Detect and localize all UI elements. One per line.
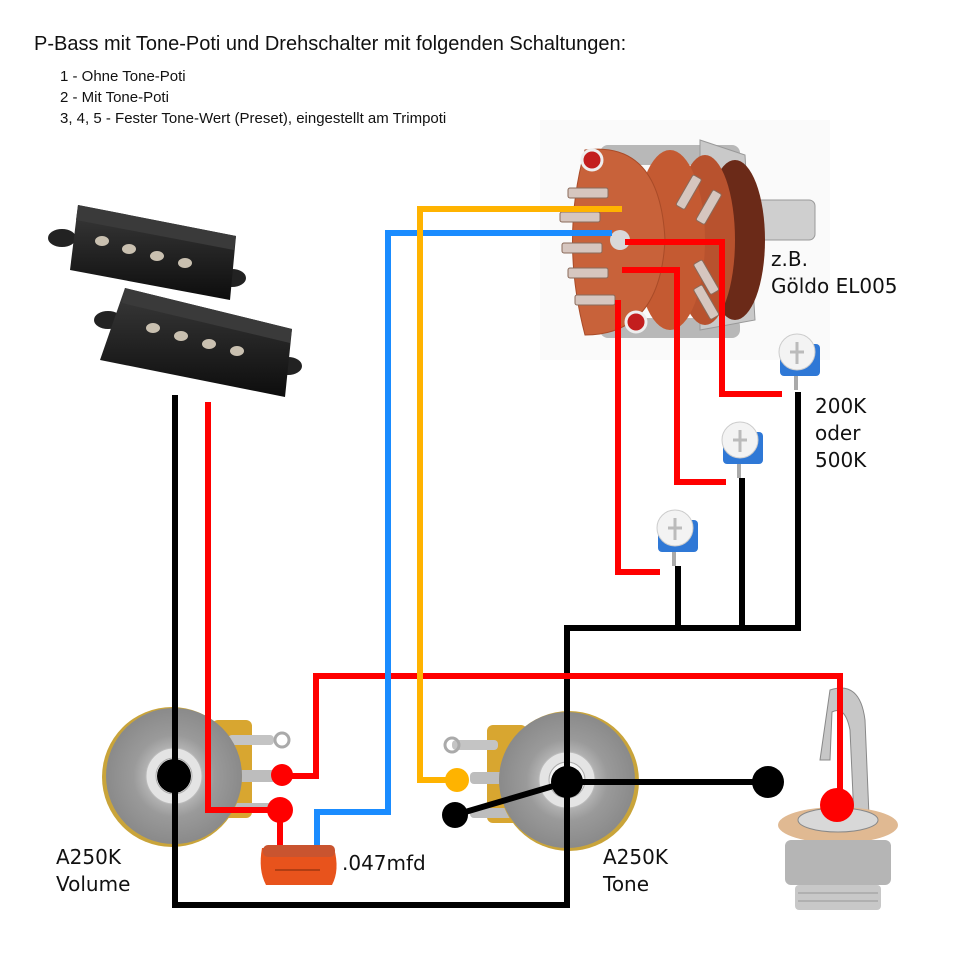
pickup-lower bbox=[94, 288, 302, 397]
switch-nut-icon bbox=[580, 148, 604, 172]
output-jack bbox=[778, 687, 898, 910]
trimpot-label-line: 500K bbox=[815, 448, 867, 472]
volume-label: A250K Volume bbox=[56, 844, 130, 898]
solder-point-tone-ground bbox=[551, 766, 583, 798]
trimpot-label-line: 200K bbox=[815, 394, 867, 418]
wire-red-trim3 bbox=[615, 300, 660, 575]
solder-point-volume-input bbox=[267, 797, 293, 823]
tone-label: A250K Tone bbox=[603, 844, 668, 898]
volume-pot bbox=[102, 707, 291, 847]
solder-point-jack-tip bbox=[820, 788, 854, 822]
wire-red-trim2 bbox=[622, 267, 726, 485]
capacitor-label: .047mfd bbox=[342, 851, 426, 875]
capacitor bbox=[260, 845, 337, 885]
switch-positions-list: 1 - Ohne Tone-Poti 2 - Mit Tone-Poti 3, … bbox=[60, 66, 446, 129]
solder-point-volume-ground bbox=[157, 759, 191, 793]
solder-point-volume-wiper bbox=[271, 764, 293, 786]
trimpot-1 bbox=[778, 333, 820, 390]
position-item: 3, 4, 5 - Fester Tone-Wert (Preset), ein… bbox=[60, 110, 447, 127]
tone-label-line: A250K bbox=[603, 845, 668, 869]
wire-red-output bbox=[280, 673, 843, 803]
trimpot-label-line: oder bbox=[815, 421, 861, 445]
volume-label-line: Volume bbox=[56, 872, 131, 896]
trimpot-3 bbox=[656, 509, 698, 566]
wire-blue bbox=[314, 230, 612, 845]
wires bbox=[172, 206, 843, 908]
wire-red-trim1 bbox=[625, 239, 782, 397]
trimpot-2 bbox=[721, 421, 763, 478]
trimpot-label: 200K oder 500K bbox=[815, 393, 866, 474]
position-item: 1 - Ohne Tone-Poti bbox=[60, 68, 186, 85]
solder-point-tone-ground-lug bbox=[442, 802, 468, 828]
switch-label-line: z.B. bbox=[771, 247, 808, 271]
position-item: 2 - Mit Tone-Poti bbox=[60, 89, 169, 106]
volume-label-line: A250K bbox=[56, 845, 121, 869]
diagram-title: P-Bass mit Tone-Poti und Drehschalter mi… bbox=[34, 33, 627, 55]
switch-label-line: Göldo EL005 bbox=[771, 274, 898, 298]
tone-label-line: Tone bbox=[603, 872, 650, 896]
wire-red-pickup bbox=[205, 402, 283, 845]
wire-yellow bbox=[417, 206, 622, 783]
solder-point-jack-sleeve bbox=[752, 766, 784, 798]
solder-point-tone-lug bbox=[445, 768, 469, 792]
switch-label: z.B. Göldo EL005 bbox=[771, 246, 898, 300]
pickup-upper bbox=[48, 205, 246, 300]
wire-black-tone-lug bbox=[454, 779, 568, 818]
wire-black-pickup bbox=[172, 392, 801, 908]
switch-nut-icon bbox=[624, 310, 648, 334]
